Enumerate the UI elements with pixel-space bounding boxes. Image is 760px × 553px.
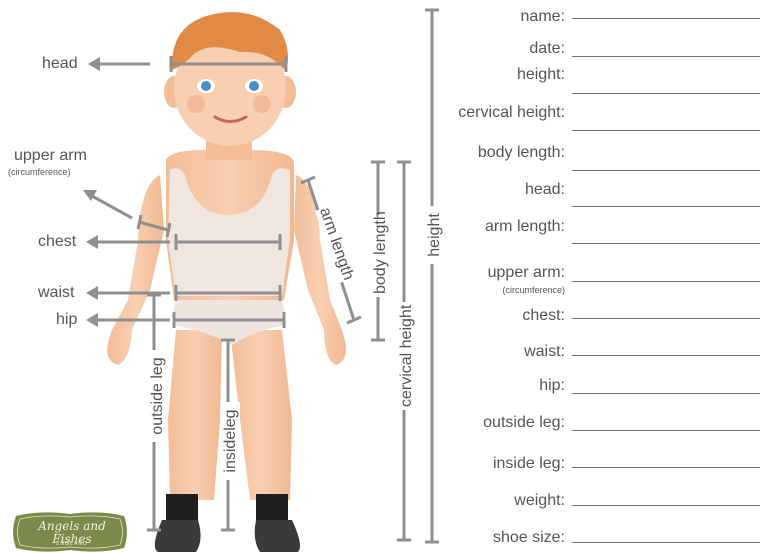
label-hip: hip bbox=[56, 311, 77, 329]
form-field-cervical-height[interactable] bbox=[572, 130, 760, 131]
form-label-head: head: bbox=[525, 181, 565, 199]
form-field-upper-arm[interactable] bbox=[572, 281, 760, 282]
form-label-body-length: body length: bbox=[478, 144, 565, 162]
label-head: head bbox=[42, 55, 78, 73]
form-field-chest[interactable] bbox=[572, 318, 760, 319]
form-label-waist: waist: bbox=[524, 343, 565, 361]
upper-arm-arrow bbox=[92, 196, 132, 218]
form-field-name[interactable] bbox=[572, 18, 760, 19]
form-field-inside-leg[interactable] bbox=[572, 467, 760, 468]
label-inside-leg: insideleg bbox=[222, 402, 240, 480]
form-label-height: height: bbox=[517, 66, 565, 84]
form-label-upper-arm-note: (circumference) bbox=[502, 285, 565, 295]
upper-arm-bar-end-left bbox=[138, 215, 141, 229]
form-field-height[interactable] bbox=[572, 93, 760, 94]
form-label-outside-leg: outside leg: bbox=[483, 414, 565, 432]
form-field-arm-length[interactable] bbox=[572, 243, 760, 244]
form-label-chest: chest: bbox=[522, 307, 565, 325]
upper-arm-bar bbox=[139, 222, 168, 230]
chest-arrowhead bbox=[86, 235, 98, 249]
upper-arm-arrowhead bbox=[83, 190, 97, 201]
form-field-body-length[interactable] bbox=[572, 170, 760, 171]
form-field-outside-leg[interactable] bbox=[572, 430, 760, 431]
label-waist: waist bbox=[38, 284, 74, 302]
form-label-arm-length: arm length: bbox=[485, 218, 565, 236]
form-field-shoe-size[interactable] bbox=[572, 542, 760, 543]
waist-arrowhead bbox=[86, 286, 98, 300]
head-arrowhead bbox=[88, 57, 100, 71]
form-label-date: date: bbox=[529, 40, 565, 58]
form-label-inside-leg: inside leg: bbox=[493, 455, 565, 473]
form-label-hip: hip: bbox=[539, 377, 565, 395]
form-field-weight[interactable] bbox=[572, 505, 760, 506]
form-field-date[interactable] bbox=[572, 56, 760, 57]
form-field-head[interactable] bbox=[572, 206, 760, 207]
form-field-hip[interactable] bbox=[572, 393, 760, 394]
upper-arm-bar-end-right bbox=[167, 223, 170, 237]
hip-arrowhead bbox=[86, 313, 98, 327]
form-label-shoe-size: shoe size: bbox=[493, 529, 565, 547]
label-chest: chest bbox=[38, 233, 76, 251]
form-field-waist[interactable] bbox=[572, 355, 760, 356]
measurement-form: name: date: height: cervical height: bod… bbox=[440, 0, 760, 553]
logo-subtext: ENGLAND bbox=[26, 541, 118, 547]
label-cervical-height: cervical height bbox=[398, 302, 416, 410]
label-upper-arm: upper arm bbox=[14, 147, 87, 165]
label-body-length: body length bbox=[372, 215, 390, 297]
label-outside-leg: outside leg bbox=[149, 350, 167, 442]
form-label-upper-arm: upper arm: bbox=[488, 264, 565, 282]
form-label-cervical-height: cervical height: bbox=[458, 104, 565, 122]
label-upper-arm-note: (circumference) bbox=[8, 167, 71, 177]
form-label-weight: weight: bbox=[514, 492, 565, 510]
form-label-name: name: bbox=[521, 8, 565, 26]
